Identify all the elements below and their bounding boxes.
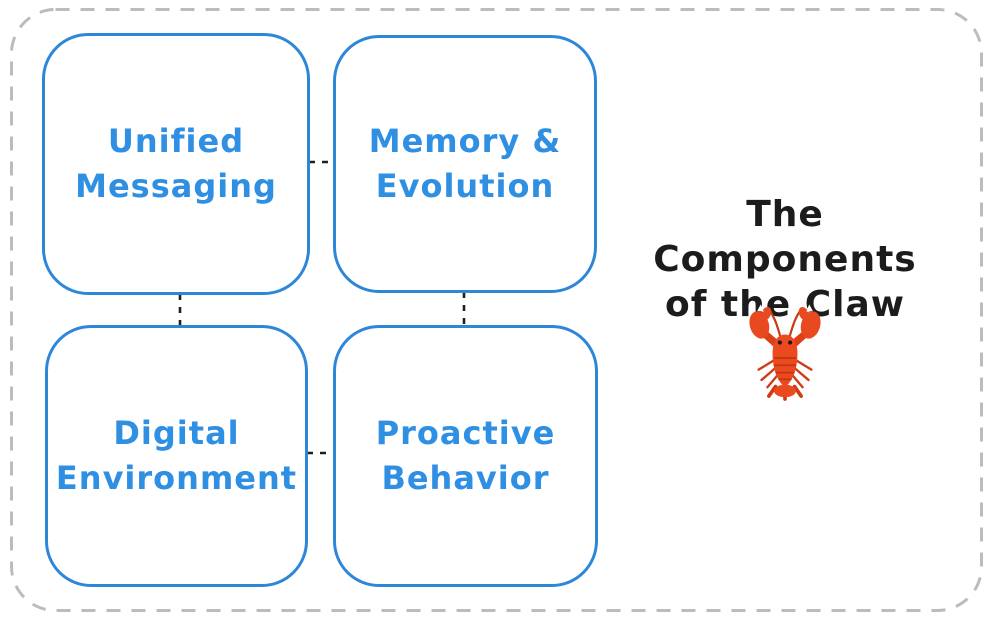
box-unified-messaging: Unified Messaging [42,33,310,295]
box-proactive-behavior: Proactive Behavior [333,325,598,587]
box-proactive-behavior-label: Proactive Behavior [375,413,556,497]
lobster-icon [745,303,825,401]
box-memory-evolution: Memory & Evolution [333,35,597,293]
box-digital-environment-label: Digital Environment [55,413,298,497]
box-digital-environment: Digital Environment [45,325,308,587]
box-memory-evolution-label: Memory & Evolution [368,121,562,205]
diagram-title: The Components of the Claw [653,194,917,325]
box-unified-messaging-label: Unified Messaging [75,121,277,205]
